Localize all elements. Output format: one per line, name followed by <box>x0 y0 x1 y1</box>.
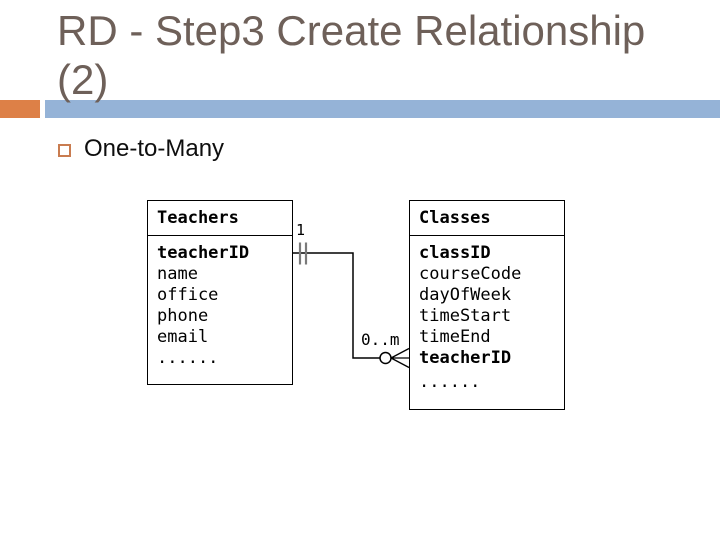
cardinality-many-label: 0..m <box>361 330 400 349</box>
bullet-label: One-to-Many <box>84 135 225 162</box>
field-classes-dayofweek: dayOfWeek <box>419 285 512 305</box>
field-teachers-teacherid: teacherID <box>157 243 250 263</box>
zero-cardinality-circle-icon <box>379 351 392 365</box>
field-teachers-dots: ...... <box>157 348 219 368</box>
field-teachers-phone: phone <box>157 306 209 326</box>
accent-orange-square <box>0 100 40 118</box>
field-classes-dots: ...... <box>419 372 481 392</box>
field-classes-timeend: timeEnd <box>419 327 491 347</box>
entity-classes: Classes classID courseCode dayOfWeek tim… <box>409 200 565 410</box>
entity-teachers-title: Teachers <box>148 201 292 236</box>
slide-title: RD - Step3 Create Relationship (2) <box>57 7 646 103</box>
field-classes-classid: classID <box>419 243 491 263</box>
cardinality-one-label: 1 <box>296 221 306 239</box>
entity-teachers: Teachers teacherID name office phone ema… <box>147 200 293 385</box>
field-teachers-name: name <box>157 264 198 284</box>
entity-teachers-fields: teacherID name office phone email ...... <box>148 236 292 369</box>
field-classes-coursecode: courseCode <box>419 264 522 284</box>
bullet-item: One-to-Many <box>58 135 224 163</box>
one-cardinality-ticks-icon <box>298 242 308 265</box>
many-cardinality-crowfoot-icon <box>390 347 410 369</box>
bullet-square-icon <box>58 144 71 157</box>
entity-classes-title: Classes <box>410 201 564 236</box>
field-classes-timestart: timeStart <box>419 306 512 326</box>
accent-blue-bar <box>45 100 720 118</box>
field-classes-teacherid: teacherID <box>419 348 512 368</box>
entity-classes-fields: classID courseCode dayOfWeek timeStart t… <box>410 236 564 393</box>
field-teachers-email: email <box>157 327 209 347</box>
field-teachers-office: office <box>157 285 219 305</box>
